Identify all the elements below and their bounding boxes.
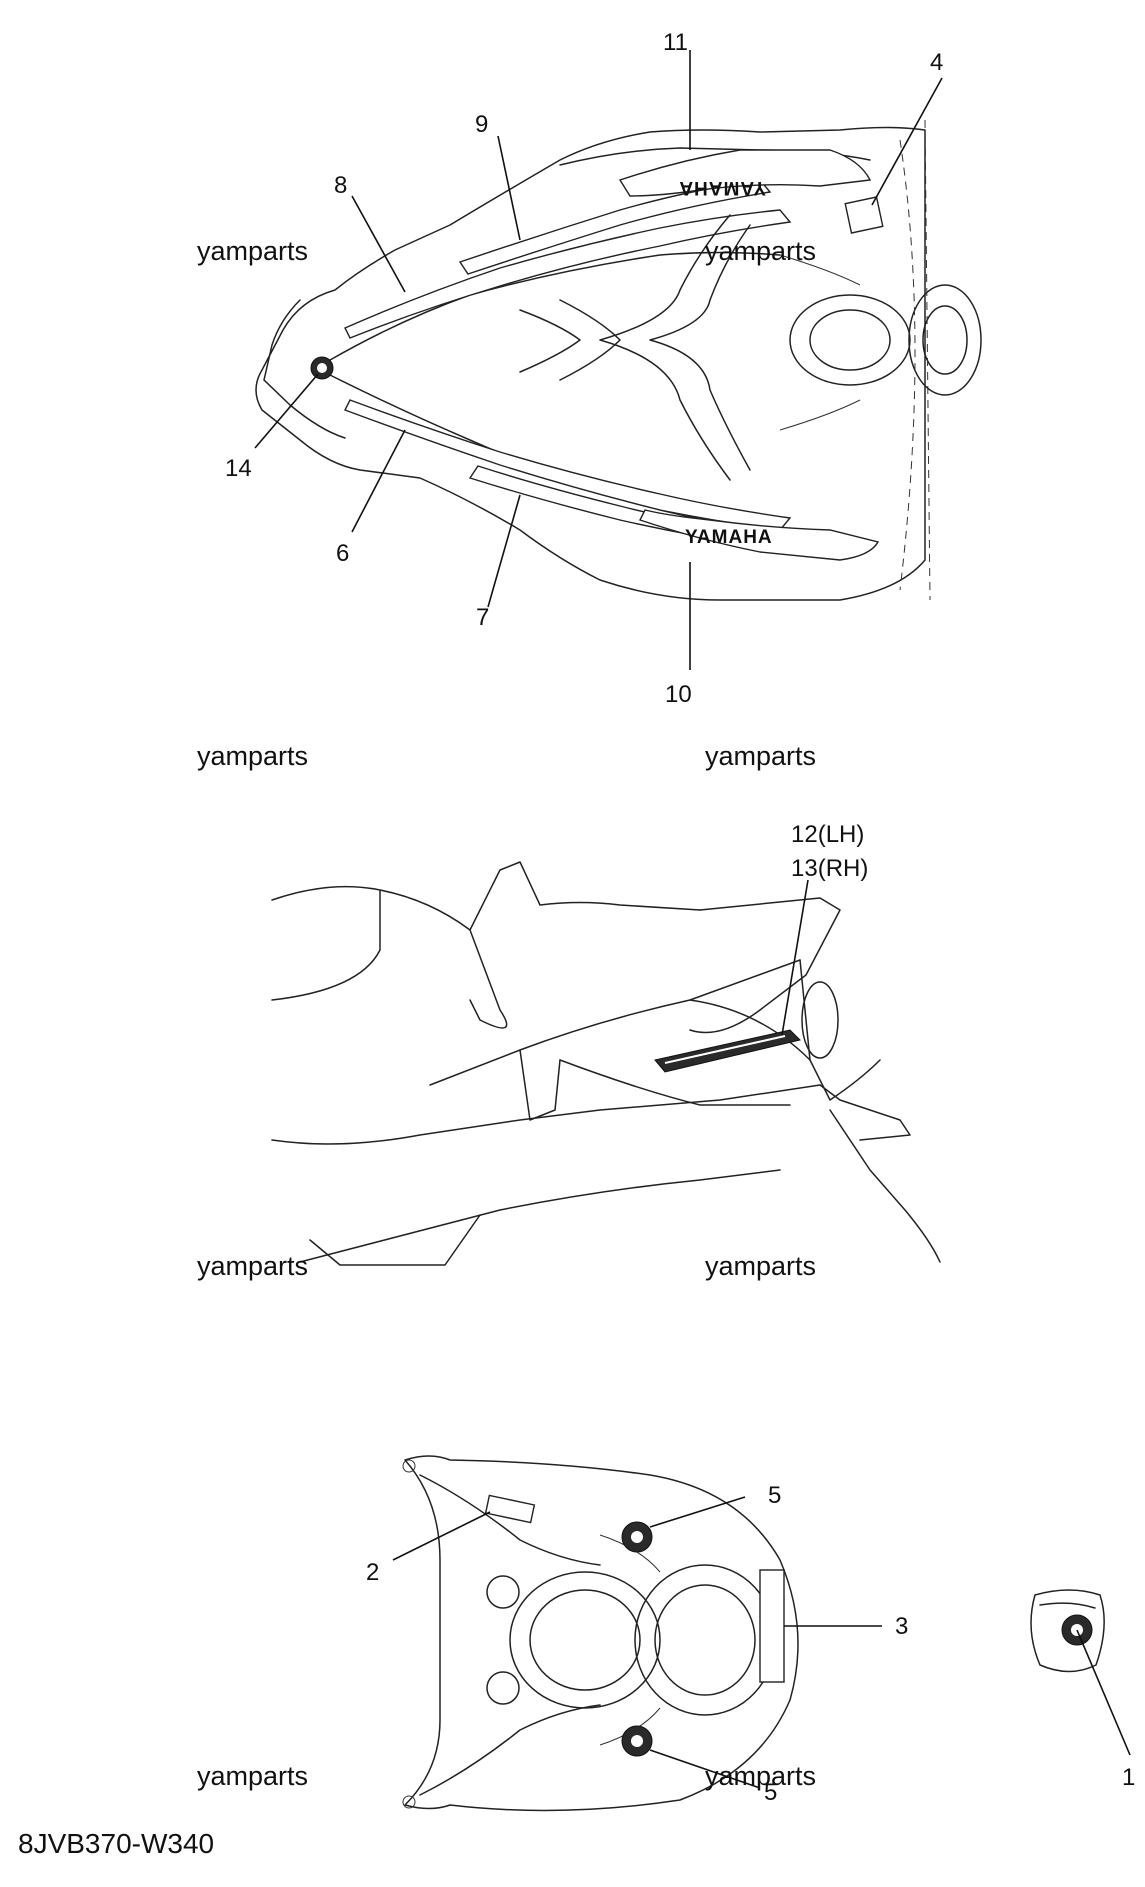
callout-7: 7 [476, 604, 489, 631]
callout-10: 10 [665, 681, 692, 708]
callout-1: 1 [1122, 1764, 1135, 1791]
callout-12: 12(LH) [791, 821, 864, 848]
small-part-emblem-holder [1030, 1589, 1105, 1673]
watermark-text: yamparts [705, 1251, 816, 1281]
watermark-text: yamparts [197, 1761, 308, 1791]
callout-4: 4 [930, 49, 943, 76]
side-view-hull [271, 861, 941, 1266]
sticker-2 [484, 1494, 536, 1524]
callout-14: 14 [225, 455, 252, 482]
watermark-text: yamparts [197, 741, 308, 771]
top-view-leaders [254, 50, 943, 670]
sticker-3 [759, 1569, 785, 1683]
callout-11: 11 [663, 29, 688, 56]
venture-decal [654, 1029, 801, 1073]
diagram-code: 8JVB370-W340 [18, 1828, 214, 1859]
brand-text-bottom: YAMAHA [685, 527, 773, 548]
watermark-text: yamparts [197, 1251, 308, 1281]
watermark-text: yamparts [705, 1761, 816, 1791]
watermark-text: yamparts [705, 236, 816, 266]
callout-5-bottom: 5 [764, 1779, 777, 1806]
watermark-text: yamparts [197, 236, 308, 266]
top-view-hood: YAMAHA YAMAHA [255, 119, 982, 601]
bottom-view-deck [402, 1455, 799, 1812]
callout-6: 6 [336, 540, 349, 567]
callout-2: 2 [366, 1559, 379, 1586]
callout-8: 8 [334, 172, 347, 199]
callout-5-top: 5 [768, 1482, 781, 1509]
callout-13: 13(RH) [791, 855, 868, 882]
brand-text-top: YAMAHA [678, 177, 766, 198]
callout-3: 3 [895, 1613, 908, 1640]
watermark-text: yamparts [705, 741, 816, 771]
callout-9: 9 [475, 111, 488, 138]
